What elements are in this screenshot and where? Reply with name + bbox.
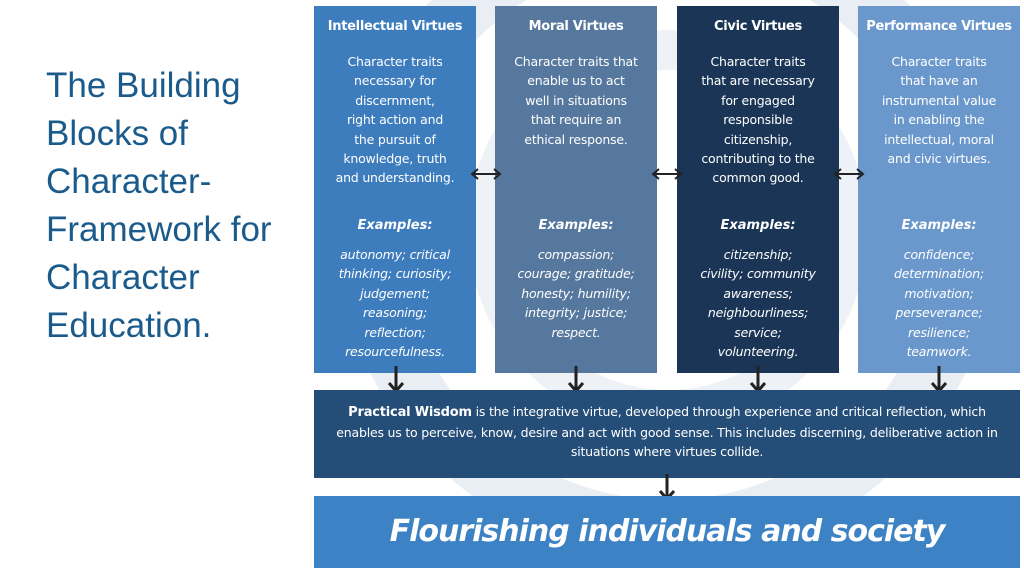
examples-list: compassion; courage; gratitude; honesty;… bbox=[517, 247, 635, 340]
column-description: Character traits that enable us to act w… bbox=[514, 54, 638, 147]
column-title: Civic Virtues bbox=[714, 19, 802, 34]
examples-list: confidence; determination; motivation; p… bbox=[894, 247, 984, 360]
examples-heading: Examples: bbox=[720, 218, 796, 233]
examples-heading: Examples: bbox=[538, 218, 614, 233]
intellectual-virtues-column: Intellectual Virtues Character traits ne… bbox=[314, 6, 476, 373]
flourishing-banner: Flourishing individuals and society bbox=[314, 496, 1020, 568]
examples-list: citizenship; civility; community awarene… bbox=[700, 247, 816, 360]
column-description: Character traits that are necessary for … bbox=[701, 54, 815, 186]
column-title: Moral Virtues bbox=[528, 19, 624, 34]
examples-heading: Examples: bbox=[901, 218, 977, 233]
practical-wisdom-text: is the integrative virtue, developed thr… bbox=[336, 404, 998, 459]
performance-virtues-column: Performance Virtues Character traits tha… bbox=[858, 6, 1020, 373]
column-description: Character traits that have an instrument… bbox=[881, 54, 997, 167]
column-description: Character traits necessary for discernme… bbox=[335, 54, 455, 186]
column-title: Intellectual Virtues bbox=[327, 19, 463, 34]
slide-title: The Building Blocks of Character- Framew… bbox=[46, 66, 272, 345]
double-headed-arrow-icon bbox=[470, 168, 502, 180]
character-framework-diagram: Intellectual Virtues Character traits ne… bbox=[312, 0, 1024, 576]
practical-wisdom-box: Practical Wisdom is the integrative virt… bbox=[314, 390, 1020, 478]
column-title: Performance Virtues bbox=[866, 19, 1012, 34]
examples-heading: Examples: bbox=[357, 218, 433, 233]
moral-virtues-column: Moral Virtues Character traits that enab… bbox=[495, 6, 657, 373]
practical-wisdom-lead: Practical Wisdom bbox=[348, 405, 472, 420]
examples-list: autonomy; critical thinking; curiosity; … bbox=[338, 247, 452, 360]
double-headed-arrow-icon bbox=[651, 168, 683, 180]
double-headed-arrow-icon bbox=[833, 168, 865, 180]
civic-virtues-column: Civic Virtues Character traits that are … bbox=[677, 6, 839, 373]
